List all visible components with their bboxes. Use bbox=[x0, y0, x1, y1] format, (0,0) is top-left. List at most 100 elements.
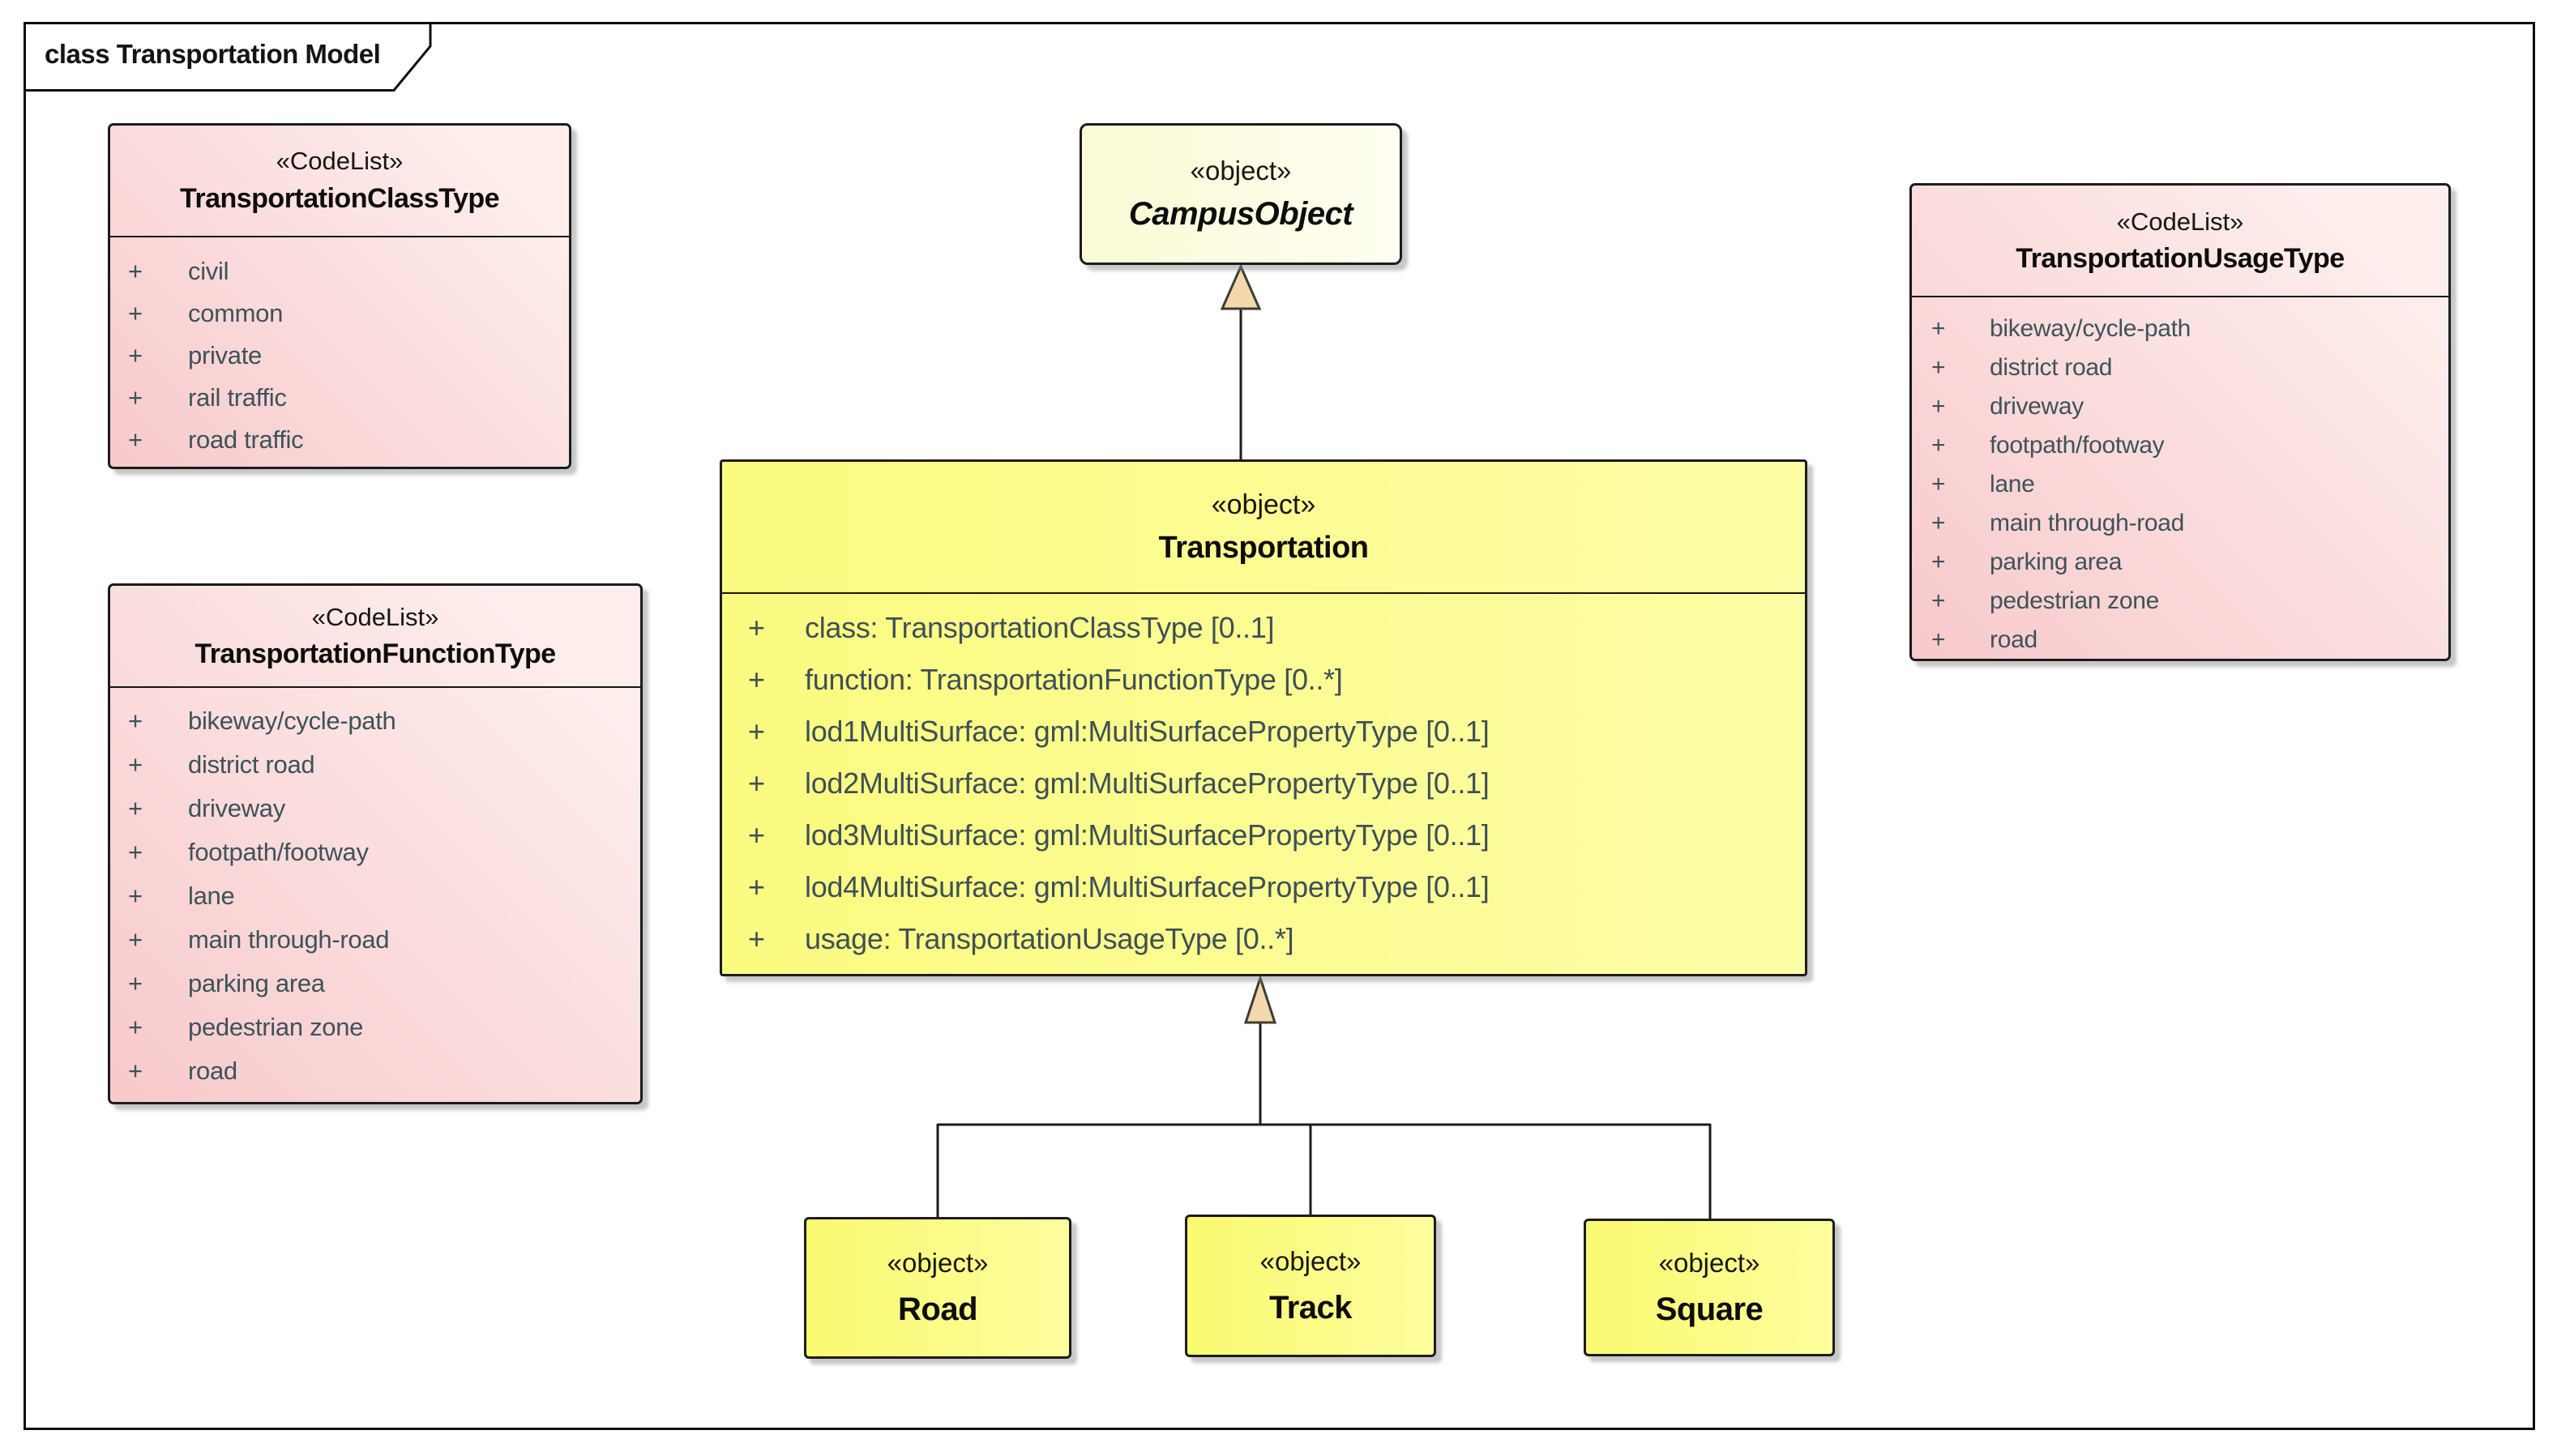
visibility-public-glyph: + bbox=[748, 766, 765, 800]
codelist-item[interactable]: +road bbox=[1931, 621, 2448, 660]
codelist-item[interactable]: +footpath/footway bbox=[128, 830, 640, 874]
attribute-row[interactable]: +lod4MultiSurface: gml:MultiSurfacePrope… bbox=[748, 861, 1805, 913]
codelist-item[interactable]: +main through-road bbox=[1931, 504, 2448, 543]
visibility-public-glyph: + bbox=[1931, 549, 1946, 575]
codelist-transportation-class-type[interactable]: «CodeList» TransportationClassType +civi… bbox=[108, 123, 571, 469]
codelist-item[interactable]: +rail traffic bbox=[128, 377, 569, 419]
visibility-public-glyph: + bbox=[128, 341, 143, 369]
item-label: main through-road bbox=[1990, 510, 2185, 536]
item-label: rail traffic bbox=[188, 383, 287, 412]
item-label: road bbox=[188, 1057, 237, 1085]
visibility-public-glyph: + bbox=[1931, 354, 1946, 381]
codelist-item[interactable]: + district road bbox=[1931, 348, 2448, 387]
codelist-item[interactable]: + parking area bbox=[1931, 543, 2448, 582]
attribute-row[interactable]: +lod1MultiSurface: gml:MultiSurfacePrope… bbox=[748, 706, 1805, 758]
attribute-row[interactable]: + class: TransportationClassType [0..1] bbox=[748, 602, 1805, 654]
frame-tab bbox=[24, 22, 432, 92]
stereotype-label: «object» bbox=[1190, 156, 1292, 186]
codelist-item[interactable]: +civil bbox=[128, 250, 569, 292]
attribute-label: usage: TransportationUsageType [0..*] bbox=[805, 922, 1294, 955]
class-header: «object» Transportation bbox=[722, 462, 1805, 594]
codelist-item[interactable]: + lane bbox=[1931, 465, 2448, 504]
item-label: parking area bbox=[1990, 549, 2123, 575]
codelist-item[interactable]: + main through-road bbox=[128, 918, 640, 962]
item-label: district road bbox=[1990, 354, 2113, 381]
item-label: footpath/footway bbox=[188, 838, 369, 866]
item-label: common bbox=[188, 299, 284, 327]
codelist-item[interactable]: +pedestrian zone bbox=[128, 1006, 640, 1049]
attribute-row[interactable]: + lod3MultiSurface: gml:MultiSurfacePrope… bbox=[748, 809, 1805, 861]
visibility-public-glyph: + bbox=[128, 1057, 143, 1085]
attribute-label: lod4MultiSurface: gml:MultiSurfaceProper… bbox=[805, 870, 1490, 903]
visibility-public-glyph: + bbox=[1931, 626, 1946, 653]
visibility-public-glyph: + bbox=[1931, 587, 1946, 614]
attribute-label: function: TransportationFunctionType [0.… bbox=[805, 663, 1343, 696]
item-label: footpath/footway bbox=[1990, 432, 2165, 459]
codelist-item[interactable]: +private bbox=[128, 335, 569, 377]
class-square[interactable]: «object» Square bbox=[1584, 1219, 1835, 1356]
codelist-header: «CodeList» TransportationClassType bbox=[110, 126, 569, 237]
item-label: civil bbox=[188, 257, 229, 285]
attribute-row[interactable]: + lod2MultiSurface: gml:MultiSurfacePrope… bbox=[748, 758, 1805, 809]
codelist-header: «CodeList» TransportationUsageType bbox=[1912, 186, 2448, 297]
visibility-public-glyph: + bbox=[1931, 432, 1946, 459]
codelist-items: +bikeway/cycle-path +district road +driv… bbox=[110, 688, 640, 1093]
codelist-item[interactable]: +driveway bbox=[1931, 387, 2448, 426]
visibility-public-glyph: + bbox=[128, 1013, 143, 1041]
visibility-public-glyph: + bbox=[748, 922, 765, 955]
item-label: road traffic bbox=[188, 425, 304, 454]
item-label: driveway bbox=[188, 794, 285, 822]
item-label: lane bbox=[1990, 471, 2035, 497]
visibility-public-glyph: + bbox=[128, 707, 143, 735]
visibility-public-glyph: + bbox=[748, 818, 765, 852]
visibility-public-glyph: + bbox=[748, 611, 765, 644]
codelist-item[interactable]: + road bbox=[128, 1049, 640, 1093]
stereotype-label: «CodeList» bbox=[276, 147, 404, 175]
codelist-item[interactable]: +lane bbox=[128, 874, 640, 918]
codelist-item[interactable]: +parking area bbox=[128, 962, 640, 1006]
frame-tab-label: class Transportation Model bbox=[45, 39, 381, 69]
attribute-row[interactable]: +function: TransportationFunctionType [0… bbox=[748, 654, 1805, 706]
visibility-public-glyph: + bbox=[1931, 315, 1946, 342]
visibility-public-glyph: + bbox=[128, 299, 143, 327]
visibility-public-glyph: + bbox=[748, 715, 765, 748]
codelist-item[interactable]: +district road bbox=[128, 743, 640, 787]
class-header: «object» Square bbox=[1586, 1221, 1832, 1354]
visibility-public-glyph: + bbox=[128, 425, 143, 454]
attribute-label: lod2MultiSurface: gml:MultiSurfaceProper… bbox=[805, 766, 1490, 800]
class-campus-object[interactable]: «object» CampusObject bbox=[1080, 123, 1402, 265]
stereotype-label: «object» bbox=[1658, 1247, 1760, 1278]
item-label: parking area bbox=[188, 969, 325, 997]
class-name: Road bbox=[898, 1292, 978, 1327]
class-road[interactable]: «object» Road bbox=[804, 1217, 1071, 1359]
visibility-public-glyph: + bbox=[1931, 471, 1946, 497]
class-name: Transportation bbox=[1158, 530, 1369, 565]
class-track[interactable]: «object» Track bbox=[1185, 1215, 1436, 1357]
codelist-item[interactable]: +driveway bbox=[128, 787, 640, 830]
codelist-item[interactable]: + common bbox=[128, 292, 569, 335]
attribute-label: class: TransportationClassType [0..1] bbox=[805, 611, 1275, 644]
codelist-name: TransportationUsageType bbox=[2016, 242, 2345, 274]
stereotype-label: «CodeList» bbox=[311, 602, 439, 631]
codelist-name: TransportationFunctionType bbox=[195, 638, 556, 669]
visibility-public-glyph: + bbox=[128, 750, 143, 779]
class-header: «object» Road bbox=[806, 1219, 1069, 1356]
stereotype-label: «object» bbox=[1259, 1245, 1362, 1276]
item-label: main through-road bbox=[188, 925, 390, 954]
class-attributes: + class: TransportationClassType [0..1] +… bbox=[722, 594, 1805, 965]
codelist-item[interactable]: +pedestrian zone bbox=[1931, 582, 2448, 621]
class-transportation[interactable]: «object» Transportation + class: Transpor… bbox=[720, 459, 1807, 976]
codelist-transportation-function-type[interactable]: «CodeList» TransportationFunctionType +b… bbox=[108, 583, 643, 1104]
attribute-label: lod3MultiSurface: gml:MultiSurfaceProper… bbox=[805, 818, 1490, 852]
codelist-item[interactable]: + footpath/footway bbox=[1931, 426, 2448, 465]
visibility-public-glyph: + bbox=[128, 882, 143, 910]
class-header: «object» CampusObject bbox=[1082, 126, 1400, 263]
visibility-public-glyph: + bbox=[128, 925, 143, 954]
codelist-item[interactable]: +bikeway/cycle-path bbox=[1931, 310, 2448, 348]
codelist-transportation-usage-type[interactable]: «CodeList» TransportationUsageType +bike… bbox=[1909, 183, 2451, 661]
class-header: «object» Track bbox=[1187, 1217, 1434, 1355]
codelist-item[interactable]: + road traffic bbox=[128, 419, 569, 461]
attribute-row[interactable]: + usage: TransportationUsageType [0..*] bbox=[748, 913, 1805, 965]
codelist-item[interactable]: +bikeway/cycle-path bbox=[128, 699, 640, 743]
